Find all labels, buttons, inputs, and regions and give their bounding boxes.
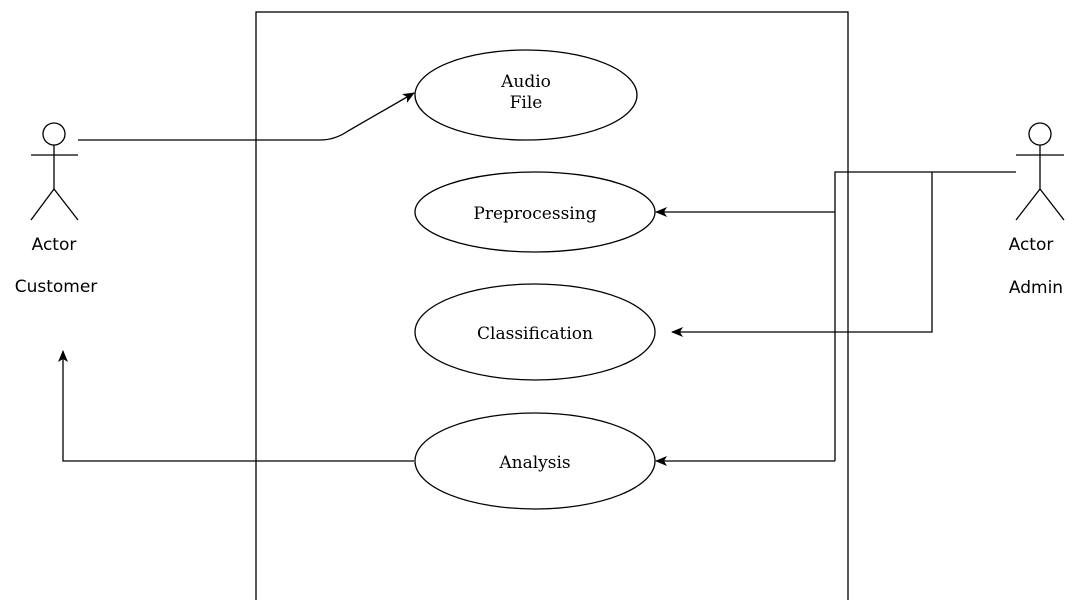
actor-customer-head [42,122,66,146]
actor-admin-type: Actor [1009,235,1054,255]
connector-admin-to-classification [671,172,933,337]
connector-admin-trunk-outer [834,171,1016,461]
actor-customer-name: Customer [15,277,98,297]
use-case-audio-file[interactable]: Audio File [414,49,638,141]
actor-admin-head [1028,122,1052,146]
actor-customer-type: Actor [32,235,77,255]
use-case-preprocessing[interactable]: Preprocessing [414,171,656,253]
actor-admin[interactable]: Actor Admin [1009,122,1065,298]
use-case-classification-label: Classification [477,324,593,344]
use-case-classification-ellipse [414,283,656,381]
actor-customer[interactable]: Actor Customer [15,122,98,297]
use-case-preprocessing-label: Preprocessing [473,204,596,224]
use-case-analysis-label: Analysis [498,453,570,473]
use-case-audio-file-ellipse [414,49,638,141]
actor-customer-figure [30,122,79,221]
actor-admin-figure [1015,122,1065,221]
use-case-audio-file-line-1: Audio [500,72,551,92]
connector-analysis-to-customer [58,350,414,462]
system-boundary [255,11,849,600]
use-case-classification[interactable]: Classification [414,283,656,381]
use-case-audio-file-line-2: File [510,93,543,113]
connector-customer-to-audio-file [78,92,415,141]
actor-admin-name: Admin [1009,278,1063,298]
use-case-analysis[interactable]: Analysis [414,412,656,510]
